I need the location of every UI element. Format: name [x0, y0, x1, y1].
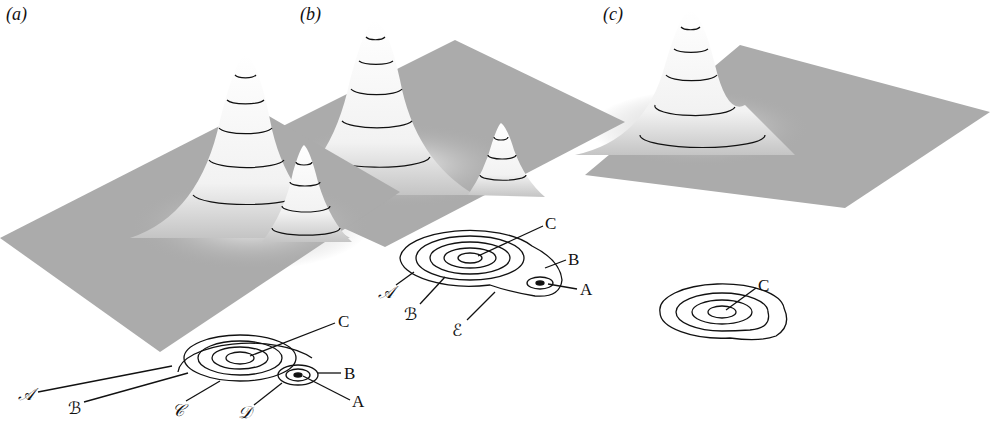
panel-label: (b) — [300, 4, 321, 24]
contour-label: A — [352, 392, 364, 412]
contour-map-a — [38, 323, 350, 405]
surface-a — [0, 55, 400, 352]
contour-label: 𝒟 — [238, 402, 252, 422]
surface-c — [575, 10, 990, 208]
contour-label: ℬ — [68, 398, 81, 418]
contour-label: ℰ — [452, 320, 462, 340]
panel-label: (c) — [603, 4, 623, 24]
contour-label: 𝒜 — [18, 384, 34, 404]
contour-label: ℬ — [404, 304, 417, 324]
contour-label: C — [338, 312, 349, 332]
contour-label: C — [545, 214, 556, 234]
contour-map-b — [396, 226, 577, 320]
contour-label: C — [758, 276, 769, 296]
contour-label: A — [580, 280, 592, 300]
panel-label: (a) — [6, 4, 27, 24]
contour-label: 𝒞 — [172, 400, 184, 420]
contour-label: 𝒜 — [378, 282, 394, 302]
contour-label: B — [568, 250, 579, 270]
contour-label: B — [344, 364, 355, 384]
